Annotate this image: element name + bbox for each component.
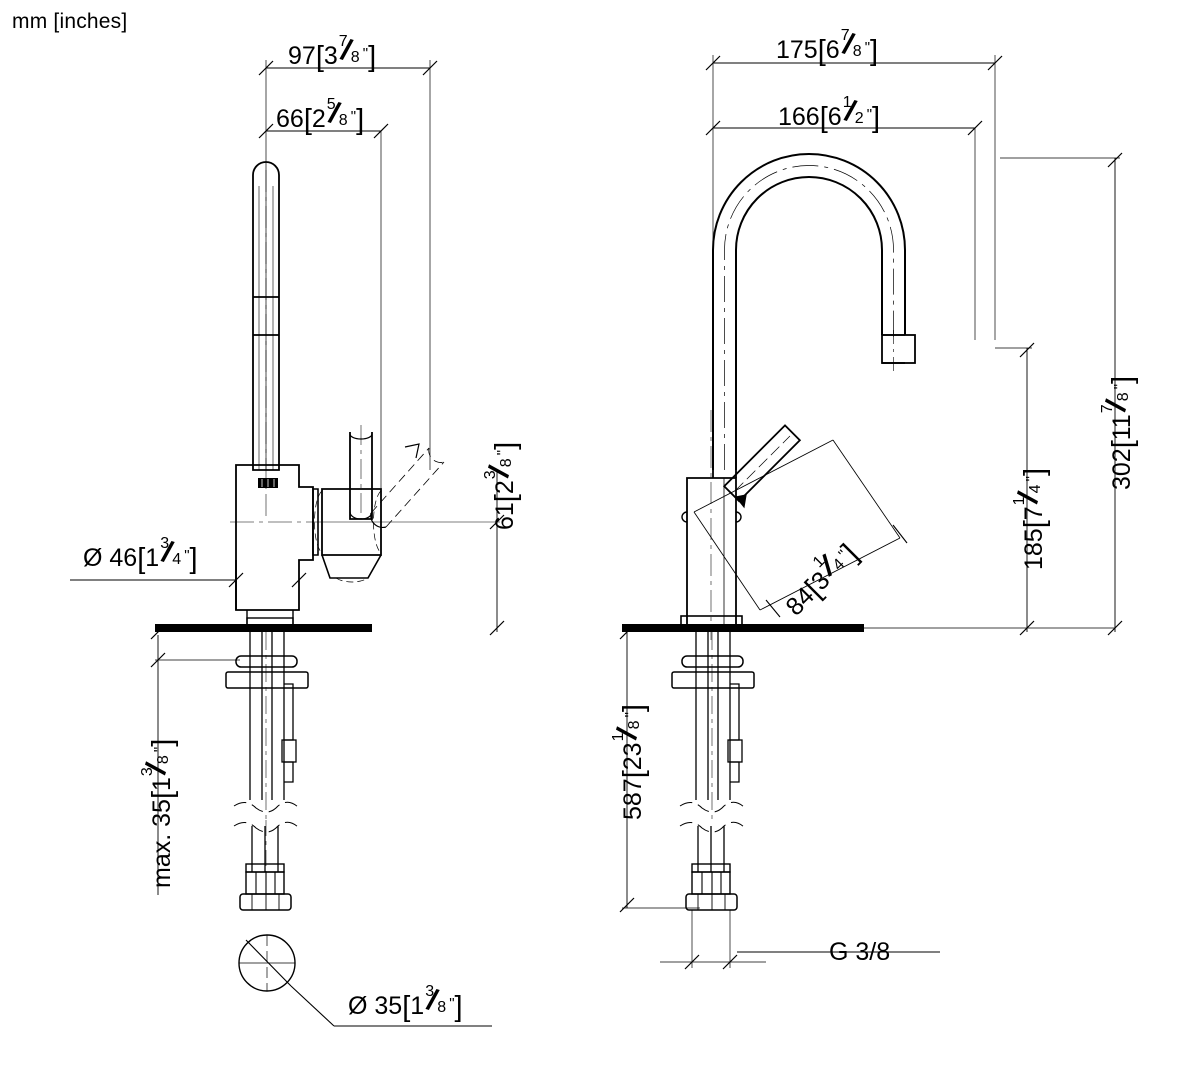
unit-note: mm [inches] xyxy=(12,10,128,33)
left-view-geometry xyxy=(155,161,500,1027)
right-view-geometry xyxy=(622,153,1115,953)
right-view-dimension-lines xyxy=(619,55,1123,970)
callout-g-thread: G 3/8 xyxy=(829,938,891,966)
left-view-dimension-lines xyxy=(70,60,505,895)
